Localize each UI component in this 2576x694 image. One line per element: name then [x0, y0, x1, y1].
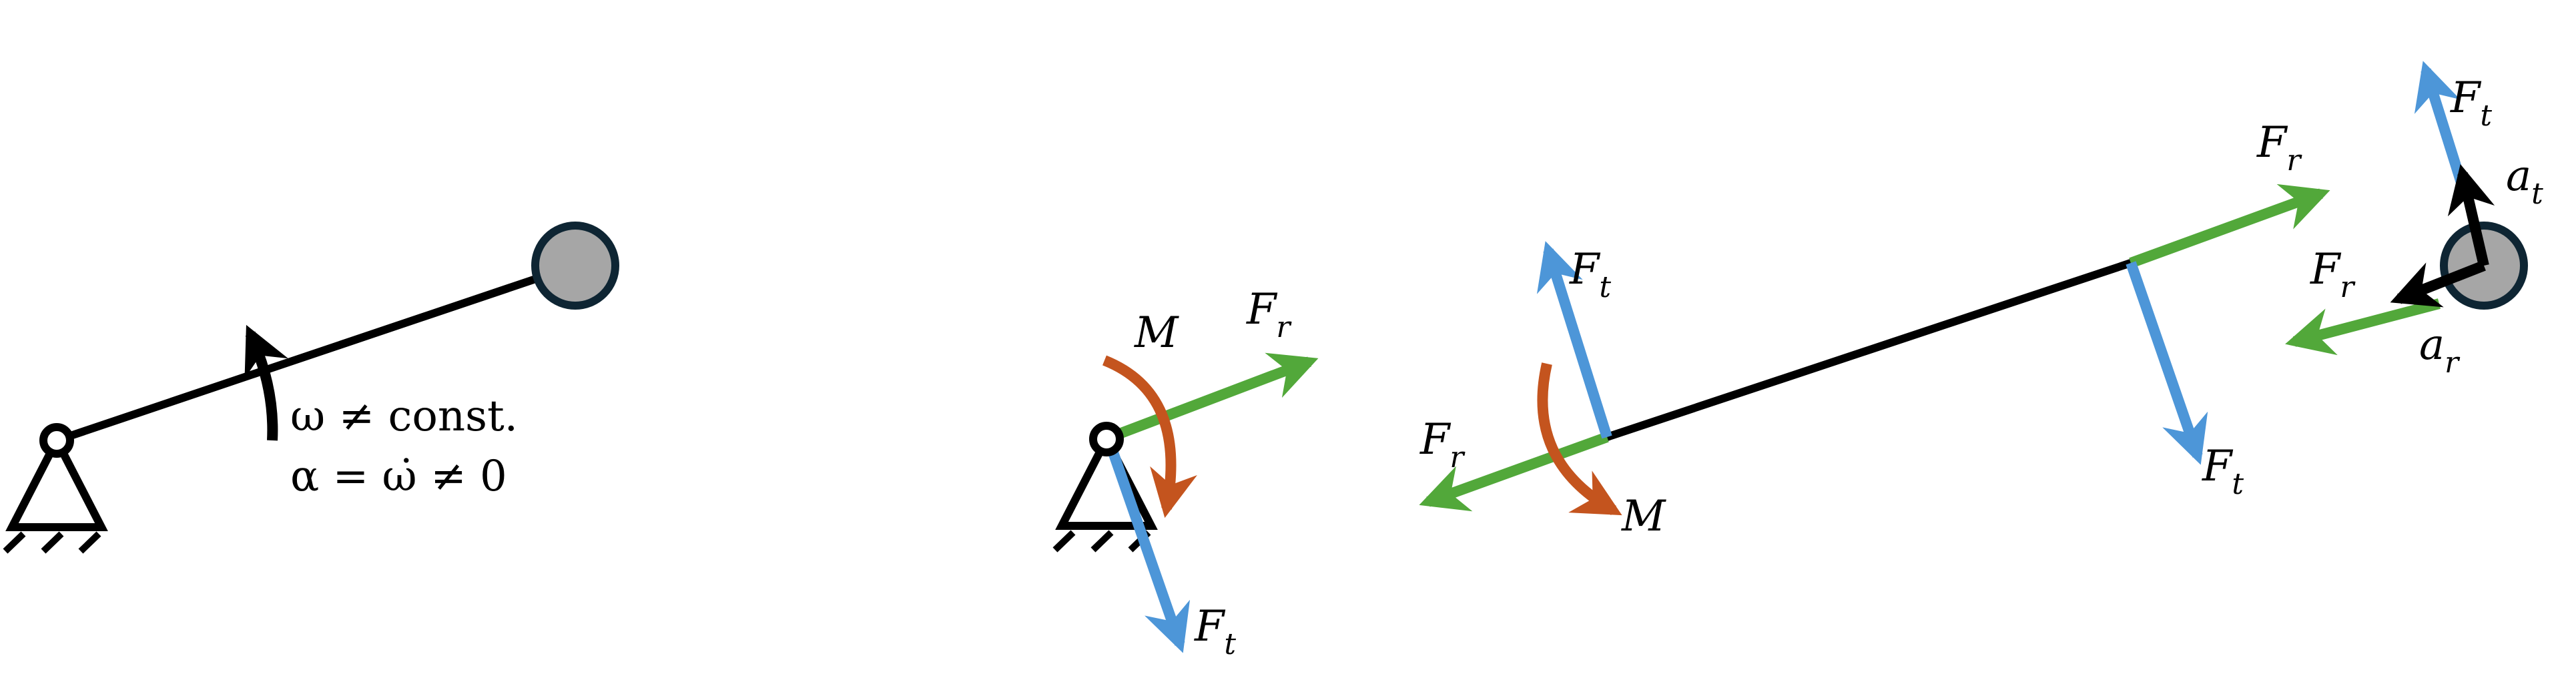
- angular-velocity-arrow: [244, 324, 288, 441]
- right-tangential-force-label: Ft: [2202, 442, 2244, 501]
- tangential-acceleration-label: at: [2506, 151, 2543, 211]
- left-radial-force-arrow: [1419, 432, 1609, 512]
- tangential-acceleration-arrow: [2447, 163, 2495, 267]
- mass-radial-force-label: Fr: [2310, 245, 2356, 304]
- left-radial-force-label: Fr: [1419, 415, 1466, 474]
- left-tangential-force-label: Ft: [1569, 245, 1611, 304]
- panel-1-rotating-link: ω ≠ const. α = ω̇ ≠ 0: [3, 222, 619, 554]
- panel-3-link-free-body: Ft Fr M Fr Ft: [1419, 118, 2330, 541]
- pivot-tangential-force-label: Ft: [1194, 602, 1236, 661]
- mass-tangential-force-label: Ft: [2450, 73, 2492, 133]
- pivot-moment-arrow: [1102, 355, 1197, 518]
- right-radial-force-arrow: [2129, 184, 2330, 268]
- omega-condition-label: ω ≠ const.: [290, 392, 518, 441]
- right-tangential-force-arrow: [2126, 261, 2208, 465]
- pivot-radial-force-label: Fr: [1246, 285, 1292, 344]
- left-tangential-force-arrow: [1536, 241, 1612, 439]
- pivot-joint-1: [39, 423, 74, 458]
- panel-2-pivot-reactions: M Fr Ft: [1052, 285, 1319, 661]
- alpha-condition-label: α = ω̇ ≠ 0: [290, 452, 507, 501]
- ground-support-1: [3, 431, 108, 554]
- pivot-joint-2: [1089, 422, 1124, 456]
- radial-acceleration-arrow: [2390, 260, 2486, 308]
- radial-acceleration-label: ar: [2419, 320, 2461, 380]
- left-moment-label: M: [1621, 492, 1666, 541]
- right-radial-force-label: Fr: [2256, 118, 2302, 178]
- link-1: [55, 262, 577, 444]
- left-moment-arrow: [1537, 362, 1622, 516]
- point-mass-1: [531, 222, 619, 310]
- pivot-moment-label: M: [1134, 308, 1179, 358]
- mass-radial-force-arrow: [2285, 298, 2441, 356]
- pivot-radial-force-arrow: [1114, 352, 1319, 440]
- pivot-tangential-force-arrow: [1108, 450, 1191, 653]
- panel-4-mass-free-body: Ft Fr at ar: [2285, 61, 2543, 380]
- link-3: [1606, 259, 2132, 441]
